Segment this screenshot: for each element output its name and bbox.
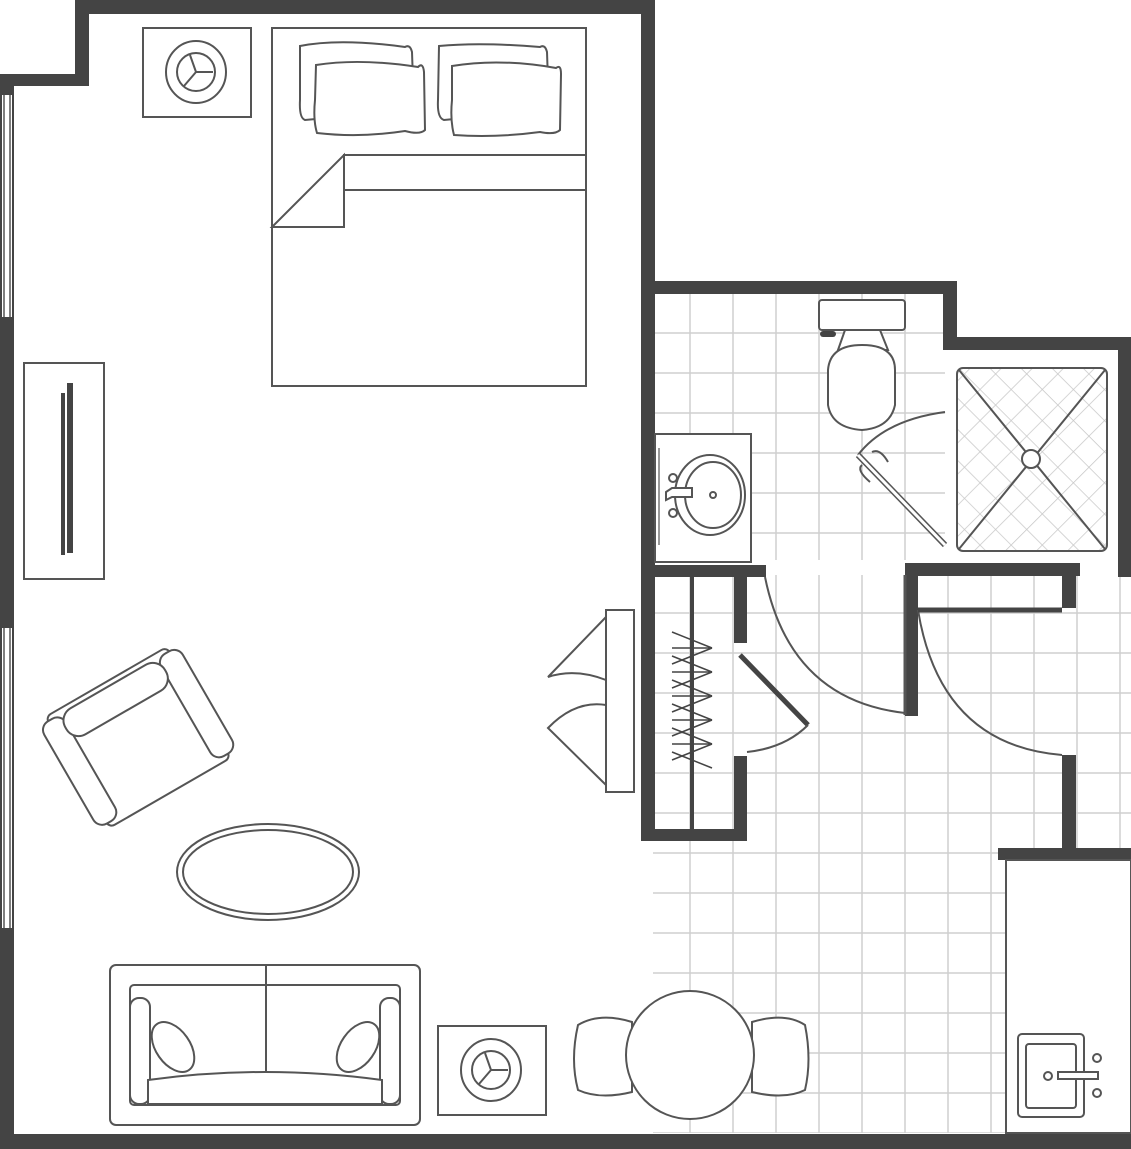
- hanger: [671, 703, 713, 721]
- hanger: [671, 631, 713, 649]
- wall-entry-upper: [1062, 563, 1076, 608]
- wall-closet-top: [641, 565, 766, 577]
- hangers: [671, 631, 713, 769]
- wall-shower-right: [1118, 337, 1131, 577]
- wall-right-bedroom: [641, 0, 655, 293]
- dining-set: [573, 990, 810, 1120]
- drain-icon: [1043, 1071, 1053, 1081]
- wall-bath-top: [641, 281, 957, 294]
- wall-notch: [75, 0, 89, 85]
- closet-door-swing: [746, 724, 809, 753]
- shower: [855, 367, 1108, 552]
- hanger: [671, 671, 713, 689]
- window-upper: [2, 95, 12, 317]
- lamp-icon: [460, 1038, 522, 1102]
- hanger: [671, 655, 713, 673]
- wall-closet-right-lower: [734, 756, 747, 841]
- round-table: [625, 990, 755, 1120]
- hanger: [671, 695, 713, 713]
- entry-door-swing: [917, 609, 1063, 756]
- oval-rug: [176, 823, 360, 921]
- wall-closet-left: [641, 565, 655, 841]
- hanger: [671, 647, 713, 665]
- wall-shower-top: [943, 337, 1131, 350]
- nightstand: [142, 27, 252, 118]
- dresser-tv: [23, 362, 105, 580]
- lamp-icon: [165, 40, 227, 104]
- wall-notch-horizontal: [0, 74, 89, 86]
- bed: [269, 27, 587, 387]
- wall-shelf: [546, 609, 635, 793]
- wall-bath-door-jamb: [905, 563, 918, 716]
- drain-icon: [1021, 449, 1041, 469]
- wall-top: [75, 0, 655, 14]
- closet: [671, 577, 713, 829]
- wall-entry-lower: [1062, 755, 1076, 855]
- wall-closet-bottom: [641, 829, 747, 841]
- wall-bath-step: [943, 281, 957, 349]
- vanity-sink: [654, 433, 752, 563]
- dining-chair-right: [751, 1016, 810, 1097]
- faucet-icon: [665, 487, 693, 502]
- faucet-icon: [1057, 1071, 1099, 1080]
- wall-bath-left: [641, 281, 655, 573]
- closet-door: [738, 653, 810, 727]
- bathroom-door-swing: [764, 576, 906, 714]
- hanger: [671, 743, 713, 761]
- hanger: [671, 751, 713, 769]
- toilet: [818, 299, 906, 432]
- wall-closet-right-upper: [734, 565, 747, 643]
- sofa: [109, 964, 421, 1126]
- wall-bottom: [0, 1134, 1131, 1149]
- hanger: [671, 727, 713, 745]
- wall-kitchen-top: [998, 848, 1131, 860]
- doors: [738, 575, 1063, 756]
- wall-shower-bottom: [905, 563, 1080, 576]
- armchair: [41, 648, 235, 827]
- window-lower: [2, 628, 12, 928]
- dining-chair-left: [573, 1016, 633, 1097]
- hanger: [671, 719, 713, 737]
- hanger: [671, 679, 713, 697]
- side-table: [437, 1025, 547, 1116]
- kitchenette: [1005, 859, 1131, 1134]
